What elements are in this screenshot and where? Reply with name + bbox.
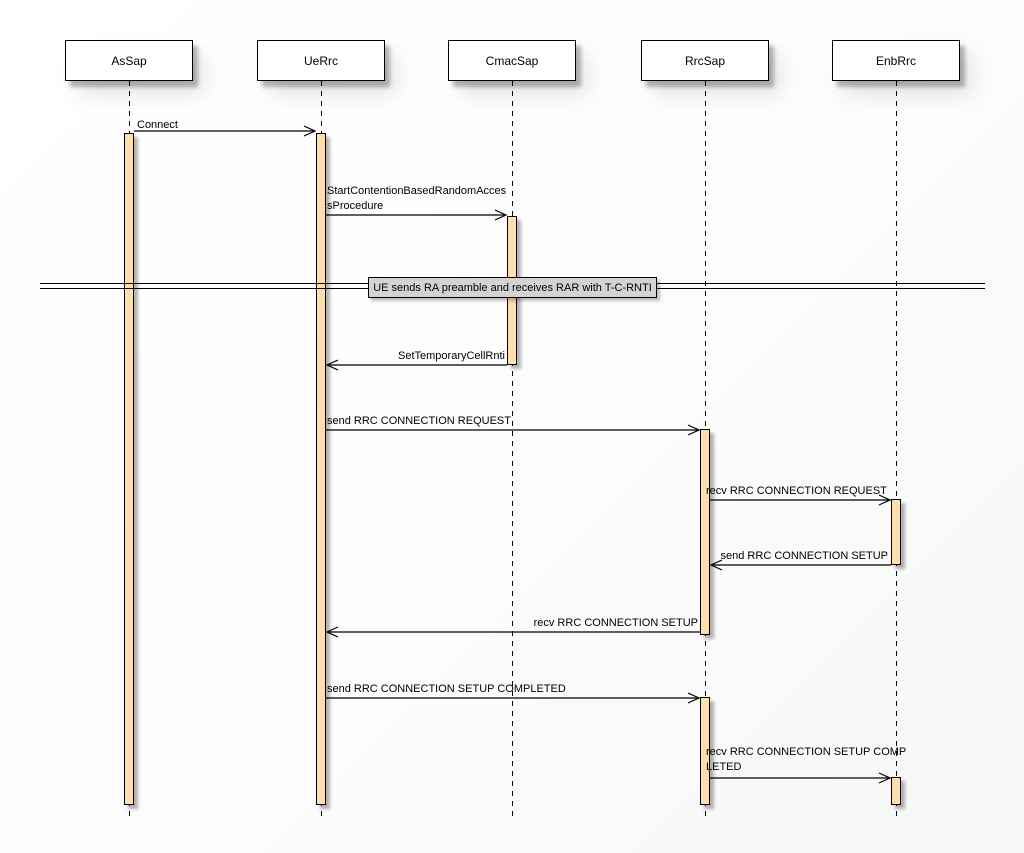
participant-enbrrc: EnbRrc (832, 40, 960, 81)
participant-assap: AsSap (65, 40, 193, 81)
message-label-connect: Connect (137, 119, 178, 131)
divider-label-box: UE sends RA preamble and receives RAR wi… (368, 277, 657, 298)
activation-rrcsap-1 (700, 429, 710, 635)
arrow-send-rrc-connection-setup (709, 559, 891, 571)
participant-label: EnbRrc (875, 53, 916, 68)
arrow-start-random-access (326, 209, 508, 221)
arrow-recv-rrc-connection-setup (325, 626, 700, 638)
activation-enbrrc-1 (891, 499, 901, 565)
lifeline-cmacsap (512, 81, 513, 819)
activation-enbrrc-2 (891, 777, 901, 805)
lifeline-enbrrc (896, 81, 897, 819)
message-label-send-rrc-connection-setup: send RRC CONNECTION SETUP (720, 550, 888, 562)
participant-label: AsSap (111, 53, 147, 68)
message-label-set-temporary-cell-rnti: SetTemporaryCellRnti (398, 350, 505, 362)
participant-label: CmacSap (485, 53, 539, 68)
message-label-recv-rrc-connection-setup-completed: recv RRC CONNECTION SETUP COMPLETED (706, 746, 907, 773)
participant-label: RrcSap (684, 53, 725, 68)
arrow-recv-rrc-connection-setup-completed (710, 772, 892, 784)
activation-assap (124, 133, 134, 805)
arrow-recv-rrc-connection-request (710, 494, 892, 506)
arrow-send-rrc-connection-request (326, 424, 701, 436)
participant-cmacsap: CmacSap (448, 40, 576, 81)
participant-uerrc: UeRrc (257, 40, 385, 81)
message-label-recv-rrc-connection-request: recv RRC CONNECTION REQUEST (706, 485, 887, 497)
arrow-connect (134, 125, 317, 137)
activation-uerrc (316, 133, 326, 805)
activation-rrcsap-2 (700, 697, 710, 805)
participant-rrcsap: RrcSap (641, 40, 769, 81)
divider-label: UE sends RA preamble and receives RAR wi… (373, 281, 652, 294)
message-label-start-random-access: StartContentionBasedRandomAccessProcedur… (327, 185, 507, 212)
participant-label: UeRrc (303, 53, 338, 68)
arrow-set-temporary-cell-rnti (325, 359, 507, 371)
message-label-send-rrc-connection-request: send RRC CONNECTION REQUEST (327, 415, 511, 427)
message-label-recv-rrc-connection-setup: recv RRC CONNECTION SETUP (533, 617, 698, 629)
arrow-send-rrc-connection-setup-completed (326, 692, 701, 704)
message-label-send-rrc-connection-setup-completed: send RRC CONNECTION SETUP COMPLETED (327, 683, 566, 695)
